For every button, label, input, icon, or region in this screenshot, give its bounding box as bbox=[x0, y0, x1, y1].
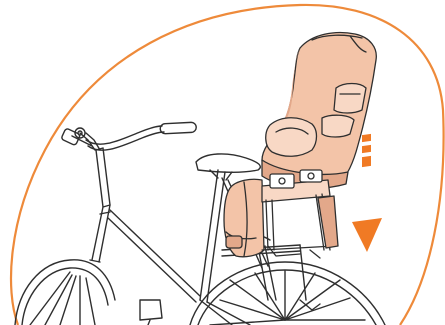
front-wheel bbox=[15, 260, 115, 325]
saddle bbox=[196, 154, 260, 180]
seat-armrest bbox=[266, 118, 317, 157]
harness-buckle bbox=[322, 115, 354, 137]
handlebar bbox=[61, 122, 197, 150]
harness-shoulder bbox=[334, 84, 366, 114]
front-fork bbox=[90, 148, 110, 262]
